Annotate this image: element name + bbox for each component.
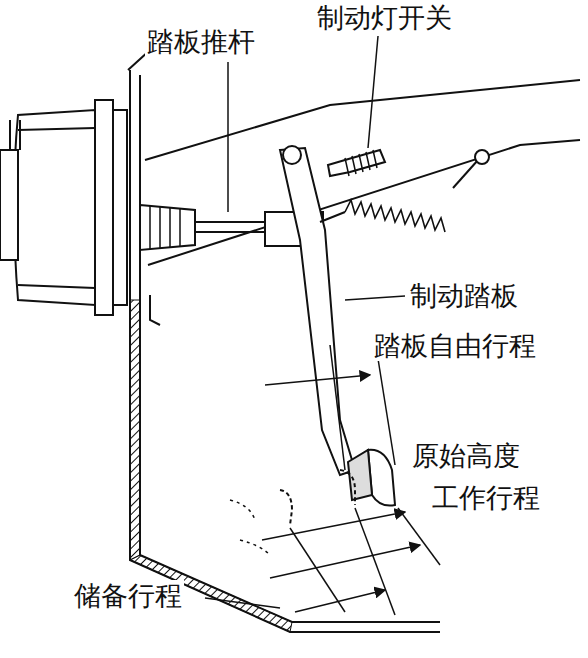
dimension-label: 工作行程 [430, 482, 542, 513]
part-label: 制动踏板 [408, 280, 520, 311]
dimension-label: 踏板自由行程 [372, 330, 538, 361]
brake-light-switch [328, 150, 385, 176]
brake-booster [14, 110, 95, 305]
pedal-arm [280, 148, 355, 475]
part-label: 制动灯开关 [315, 2, 454, 33]
dimension-label: 储备行程 [72, 580, 184, 611]
pedal-pad [368, 450, 395, 506]
dust-boot [140, 205, 195, 250]
dimension-label: 原始高度 [410, 440, 522, 471]
part-label: 踏板推杆 [145, 26, 257, 57]
return-spring [345, 200, 445, 232]
